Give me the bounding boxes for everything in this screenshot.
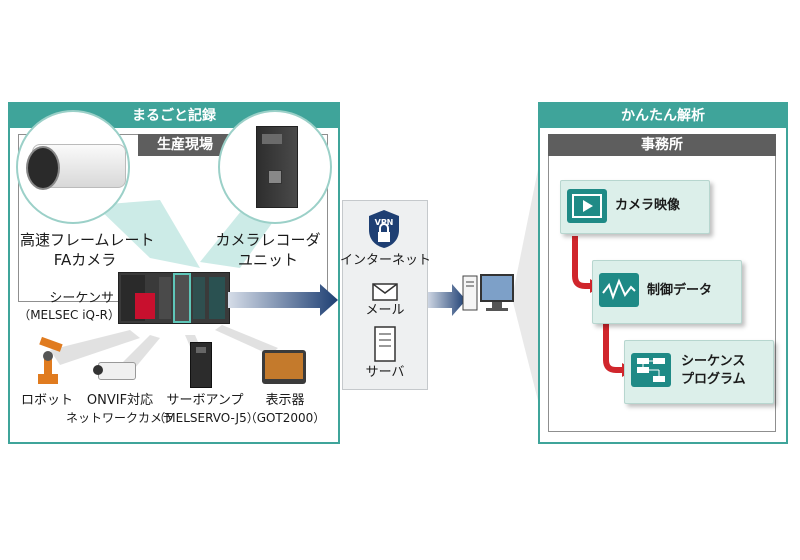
video-play-icon	[567, 189, 607, 223]
robot-icon	[38, 336, 63, 384]
device-servo-label-1: サーボアンプ	[166, 393, 244, 408]
device-network-camera-label-1: ONVIF対応	[86, 393, 154, 408]
flowchart-icon	[631, 353, 671, 387]
camera-label-line1: 高速フレームレート	[20, 231, 155, 249]
card-control-data-label: 制御データ	[647, 283, 713, 298]
recorder-display-icon	[262, 134, 282, 144]
sequencer-label-line1: シーケンサ	[49, 291, 114, 306]
network-camera-icon	[93, 362, 136, 380]
cpu-module-icon	[135, 293, 155, 319]
device-robot-label: ロボット	[20, 393, 73, 408]
vpn-text: VPN	[374, 218, 394, 227]
device-display-label-2: （GOT2000）	[244, 411, 326, 425]
camera-lens-icon	[26, 146, 60, 190]
server-label: サーバ	[365, 365, 405, 380]
card-control-data[interactable]: 制御データ	[592, 260, 742, 324]
office-pc-icon	[462, 274, 514, 311]
recorder-module-slot-icon	[173, 273, 191, 323]
internet-label: インターネット	[340, 253, 432, 268]
mail-label: メール	[365, 303, 405, 318]
fa-camera-image	[16, 110, 130, 224]
recorder-label-line1: カメラレコーダ	[215, 231, 321, 249]
mail-icon	[372, 283, 398, 301]
card-sequence-program-label-1: シーケンス	[681, 354, 746, 369]
sequencer-rack	[118, 272, 230, 324]
camera-label-line2: FAカメラ	[53, 251, 117, 269]
production-site-header: 生産現場	[138, 134, 232, 156]
card-sequence-program[interactable]: シーケンス プログラム	[624, 340, 774, 404]
recorder-port-icon	[268, 170, 282, 184]
device-servo-label-2: （MELSERVO-J5）	[153, 411, 259, 425]
card-camera-video-label: カメラ映像	[615, 198, 681, 213]
io-module-3-icon	[209, 277, 225, 319]
gui-display-icon	[262, 350, 306, 384]
device-display-label-1: 表示器	[265, 393, 305, 408]
sequencer-label-line2: （MELSEC iQ-R）	[18, 308, 120, 322]
io-module-2-icon	[193, 277, 205, 319]
device-network-camera-label-2: ネットワークカメラ	[65, 411, 174, 425]
card-sequence-program-label-2: プログラム	[681, 372, 746, 387]
office-header: 事務所	[548, 134, 776, 156]
card-camera-video[interactable]: カメラ映像	[560, 180, 710, 234]
waveform-icon	[599, 273, 639, 307]
recorder-label-line2: ユニット	[237, 251, 298, 269]
right-panel-header: かんたん解析	[540, 104, 786, 128]
servo-amplifier-icon	[190, 342, 212, 388]
vpn-shield-icon	[369, 210, 399, 248]
server-icon	[374, 326, 396, 362]
camera-recorder-unit-image	[218, 110, 332, 224]
io-module-icon	[159, 277, 171, 319]
